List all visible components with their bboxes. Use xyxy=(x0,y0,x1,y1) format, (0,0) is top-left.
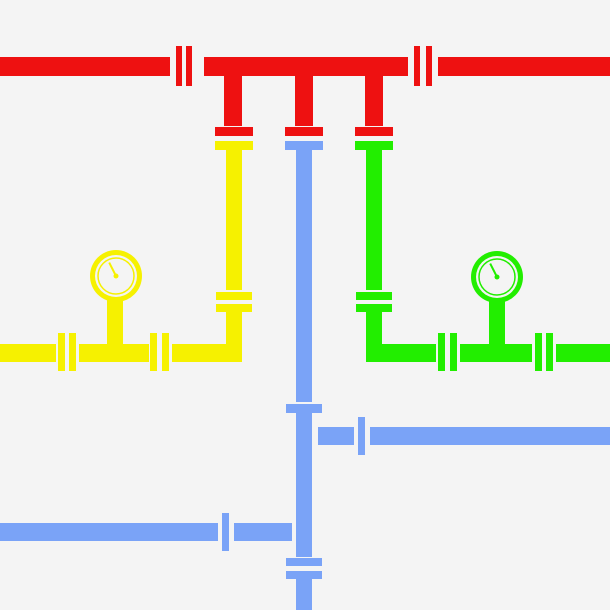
green-flange xyxy=(450,333,457,371)
red-drop-pipe xyxy=(295,70,313,126)
red-pipe-segment xyxy=(0,57,170,76)
yellow-horizontal-pipe xyxy=(172,344,242,362)
green-flange xyxy=(546,333,553,371)
red-pipe-segment xyxy=(438,57,610,76)
blue-flange xyxy=(286,404,322,413)
red-drop-pipe xyxy=(224,70,242,126)
blue-horizontal-pipe xyxy=(318,427,354,445)
yellow-branch-pipe xyxy=(0,141,253,371)
green-flange xyxy=(355,141,393,150)
yellow-flange xyxy=(150,333,157,371)
yellow-flange xyxy=(216,304,252,312)
gauge-ring xyxy=(478,258,516,296)
red-flange xyxy=(414,46,420,86)
red-flange xyxy=(186,46,192,86)
yellow-flange xyxy=(58,333,65,371)
green-horizontal-pipe xyxy=(556,344,610,362)
blue-horizontal-pipe xyxy=(0,523,218,541)
blue-flange xyxy=(222,513,229,551)
yellow-flange xyxy=(215,141,253,150)
right-gauge xyxy=(471,251,523,303)
red-drop-pipe xyxy=(365,70,383,126)
blue-vertical-pipe xyxy=(296,150,312,402)
green-flange xyxy=(535,333,542,371)
blue-flange xyxy=(285,141,323,150)
red-drop-flange xyxy=(215,127,253,136)
blue-flange xyxy=(286,558,322,566)
blue-flange xyxy=(286,571,322,579)
blue-vertical-pipe xyxy=(296,579,312,610)
yellow-flange xyxy=(216,292,252,300)
blue-branch-pipe xyxy=(0,141,610,610)
gauge-ring xyxy=(97,257,135,295)
yellow-vertical-pipe xyxy=(226,150,242,290)
green-flange xyxy=(356,304,392,312)
blue-vertical-pipe xyxy=(296,413,312,557)
blue-horizontal-pipe xyxy=(234,523,292,541)
yellow-horizontal-pipe xyxy=(79,344,149,362)
red-flange xyxy=(176,46,182,86)
green-flange xyxy=(356,292,392,300)
red-pipe-segment xyxy=(204,57,408,76)
yellow-flange xyxy=(162,333,169,371)
green-branch-pipe xyxy=(355,141,610,371)
red-drop-flange xyxy=(355,127,393,136)
red-main-pipe xyxy=(0,46,610,136)
blue-horizontal-pipe xyxy=(370,427,610,445)
green-horizontal-pipe xyxy=(366,344,436,362)
blue-flange xyxy=(358,417,365,455)
gauge-pivot xyxy=(113,273,119,279)
gauge-pivot xyxy=(494,274,500,280)
gauge-needle xyxy=(489,263,498,278)
left-gauge xyxy=(90,250,142,302)
green-vertical-pipe xyxy=(366,150,382,290)
yellow-flange xyxy=(69,333,76,371)
green-gauge-stem xyxy=(489,298,505,344)
yellow-horizontal-pipe xyxy=(0,344,56,362)
green-flange xyxy=(438,333,445,371)
red-flange xyxy=(426,46,432,86)
green-horizontal-pipe xyxy=(460,344,532,362)
yellow-gauge-stem xyxy=(107,296,123,344)
gauge-needle xyxy=(108,262,117,277)
red-drop-flange xyxy=(285,127,323,136)
